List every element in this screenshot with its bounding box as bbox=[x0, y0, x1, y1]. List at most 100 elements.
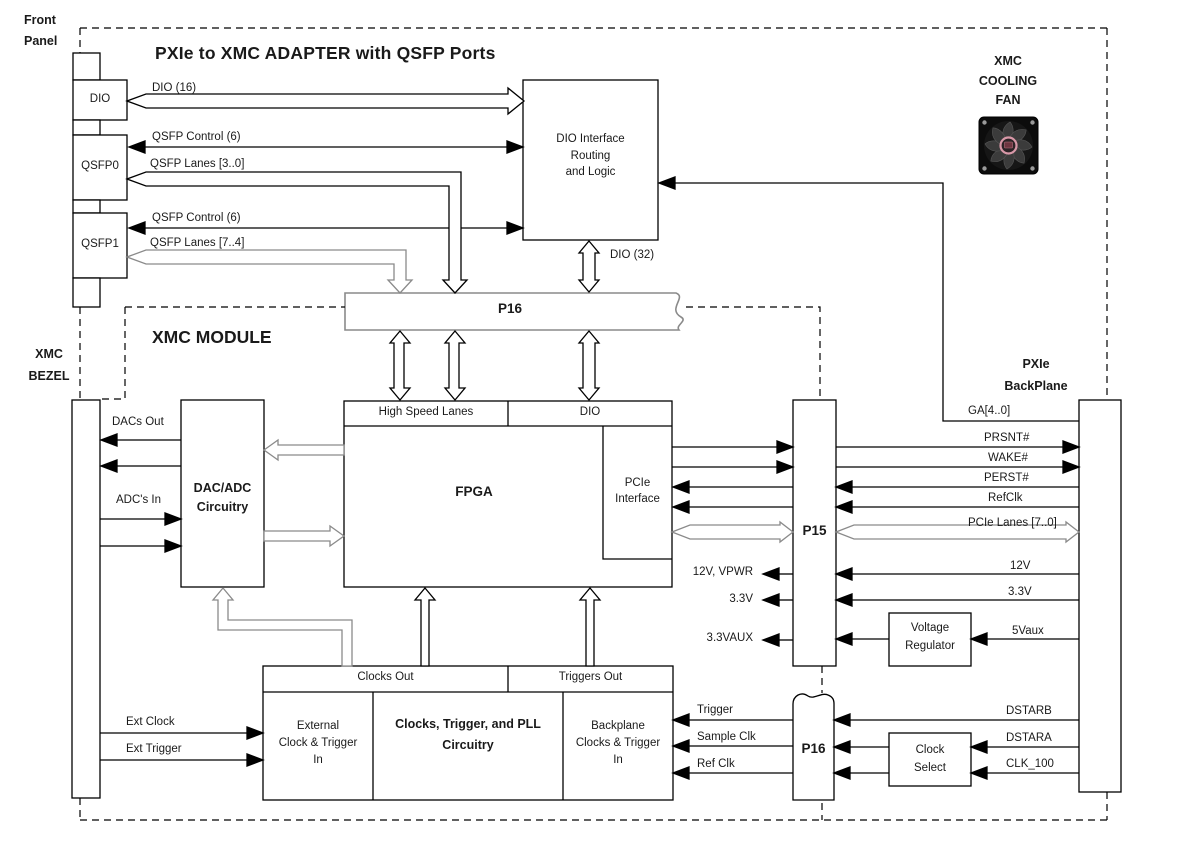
bus-arrow-dio32 bbox=[577, 239, 601, 294]
connector-spacer bbox=[72, 199, 101, 214]
fpga-box bbox=[343, 400, 673, 588]
bus-arrow-dio16 bbox=[125, 86, 526, 116]
bus-arrow-fpga-to-dac bbox=[262, 438, 345, 462]
signal-line-ga bbox=[657, 176, 1079, 422]
bus-arrow-p16-fpga-dio bbox=[577, 329, 601, 402]
dio16-signal-label: DIO (16) bbox=[152, 82, 197, 94]
cooling-fan-label: XMC COOLING FAN bbox=[978, 54, 1038, 107]
dacs-out-label: DACs Out bbox=[112, 416, 164, 428]
connector-spacer bbox=[72, 119, 101, 136]
signal-line-wake-left bbox=[672, 460, 795, 474]
xmc-module-boundary-left bbox=[100, 307, 126, 400]
bus-arrows bbox=[125, 86, 1081, 667]
cooling-fan-image bbox=[978, 116, 1039, 175]
bus-arrow-qsfp-lanes-7-4 bbox=[125, 249, 414, 294]
xmc-module-label: XMC MODULE bbox=[152, 327, 272, 347]
qsfp1-control-label: QSFP Control (6) bbox=[152, 212, 241, 224]
p16-bottom-label: P16 bbox=[801, 741, 826, 756]
qsfp0-lanes-label: QSFP Lanes [3..0] bbox=[150, 158, 245, 170]
clocks-trigger-pll-label: Clocks, Trigger, and PLL Circuitry bbox=[395, 717, 541, 752]
refclk-signal-label: RefClk bbox=[988, 492, 1023, 504]
p16-top-connector-bar bbox=[344, 292, 684, 331]
ga-signal-label: GA[4..0] bbox=[968, 405, 1011, 417]
5vaux-signal-label: 5Vaux bbox=[1012, 625, 1044, 637]
diagram-title: PXIe to XMC ADAPTER with QSFP Ports bbox=[155, 43, 496, 63]
bus-arrow-pcie-lanes-left bbox=[670, 520, 795, 544]
ref-clk-signal-label: Ref Clk bbox=[697, 758, 735, 770]
signal-line-wake-right bbox=[836, 460, 1081, 474]
pcie-lanes-signal-label: PCIe Lanes [7..0] bbox=[968, 517, 1057, 529]
signal-line-prsnt-left bbox=[672, 440, 795, 454]
3v3-signal-label: 3.3V bbox=[1008, 586, 1032, 598]
signal-line-qsfp0-control bbox=[127, 140, 525, 154]
signal-lines bbox=[99, 140, 1081, 780]
p16-bottom-connector-bar bbox=[792, 693, 835, 801]
signal-line-trigger bbox=[671, 713, 793, 727]
bus-arrow-clocks-to-dac bbox=[211, 586, 353, 667]
bus-arrow-clocks-to-fpga-a bbox=[413, 586, 437, 667]
pxie-backplane-bar bbox=[1078, 399, 1122, 793]
signal-line-refclk-right bbox=[834, 500, 1079, 514]
bus-arrow-p16-fpga-b bbox=[443, 329, 467, 402]
signal-line-adcs-in-b bbox=[100, 539, 183, 553]
p16-top-label: P16 bbox=[497, 301, 523, 316]
clock-select-label: Clock Select bbox=[914, 744, 946, 774]
backplane-clocks-trigger-label: Backplane Clocks & Trigger In bbox=[575, 720, 661, 766]
clock-select-box bbox=[888, 732, 972, 787]
bus-arrow-qsfp-lanes-3-0 bbox=[125, 171, 469, 294]
dashed-boundaries bbox=[79, 27, 1108, 821]
dio-port-label: DIO bbox=[89, 93, 111, 105]
ext-trigger-label: Ext Trigger bbox=[126, 743, 182, 755]
clk100-signal-label: CLK_100 bbox=[1006, 758, 1054, 770]
signal-line-3v3-out bbox=[761, 593, 793, 607]
qsfp1-port-label: QSFP1 bbox=[81, 238, 119, 250]
signal-line-vreg-to-p15 bbox=[834, 632, 889, 646]
triggers-out-header: Triggers Out bbox=[558, 671, 623, 683]
pcie-interface-label: PCIe Interface bbox=[615, 477, 660, 505]
trigger-signal-label: Trigger bbox=[697, 704, 733, 716]
signal-line-perst-left bbox=[671, 480, 793, 494]
voltage-regulator-box bbox=[888, 612, 972, 667]
front-panel-connector-chain bbox=[72, 52, 128, 308]
dio32-signal-label: DIO (32) bbox=[610, 249, 655, 261]
connector-spacer bbox=[72, 52, 101, 81]
dio-port-box bbox=[72, 79, 128, 121]
fpga-label: FPGA bbox=[455, 484, 493, 499]
sample-clk-signal-label: Sample Clk bbox=[697, 731, 756, 743]
signal-line-dstarb bbox=[832, 713, 1079, 727]
signal-line-perst-right bbox=[834, 480, 1079, 494]
dac-adc-label: DAC/ADC Circuitry bbox=[193, 481, 252, 514]
connector-spacer bbox=[72, 277, 101, 308]
xmc-module-boundary-top-right bbox=[686, 306, 821, 399]
signal-line-ref-clk bbox=[671, 766, 793, 780]
signal-line-clk100 bbox=[969, 766, 1079, 780]
xmc-bezel-label: XMC BEZEL bbox=[28, 347, 70, 383]
signal-line-clocksel-to-p16-a bbox=[832, 740, 889, 754]
front-panel-label: Front Panel bbox=[24, 13, 58, 48]
signal-line-qsfp1-control bbox=[127, 221, 525, 235]
voltage-regulator-label: Voltage Regulator bbox=[905, 622, 955, 652]
qsfp1-lanes-label: QSFP Lanes [7..4] bbox=[150, 237, 245, 249]
qsfp1-port-box bbox=[72, 212, 128, 279]
signal-line-12v bbox=[834, 567, 1079, 581]
signal-line-3v3 bbox=[834, 593, 1079, 607]
wake-signal-label: WAKE# bbox=[988, 452, 1028, 464]
signal-line-sample-clk bbox=[671, 739, 793, 753]
clocks-trigger-pll-box bbox=[262, 665, 674, 801]
fpga-header-high-speed-lanes: High Speed Lanes bbox=[378, 406, 474, 418]
xmc-bezel-bar bbox=[71, 399, 101, 799]
p15-label: P15 bbox=[802, 523, 827, 538]
3v3-out-label: 3.3V bbox=[729, 593, 753, 605]
ext-clock-label: Ext Clock bbox=[126, 716, 175, 728]
perst-signal-label: PERST# bbox=[984, 472, 1029, 484]
signal-line-dacs-out-b bbox=[99, 459, 181, 473]
dac-adc-box bbox=[180, 399, 265, 588]
clocks-out-header: Clocks Out bbox=[357, 671, 414, 683]
signal-line-ext-clock bbox=[100, 726, 265, 740]
signal-line-ext-trigger bbox=[100, 753, 265, 767]
dio-interface-label: DIO Interface Routing and Logic bbox=[556, 133, 625, 178]
signal-line-3v3aux-out bbox=[761, 633, 793, 647]
qsfp0-port-box bbox=[72, 134, 128, 201]
